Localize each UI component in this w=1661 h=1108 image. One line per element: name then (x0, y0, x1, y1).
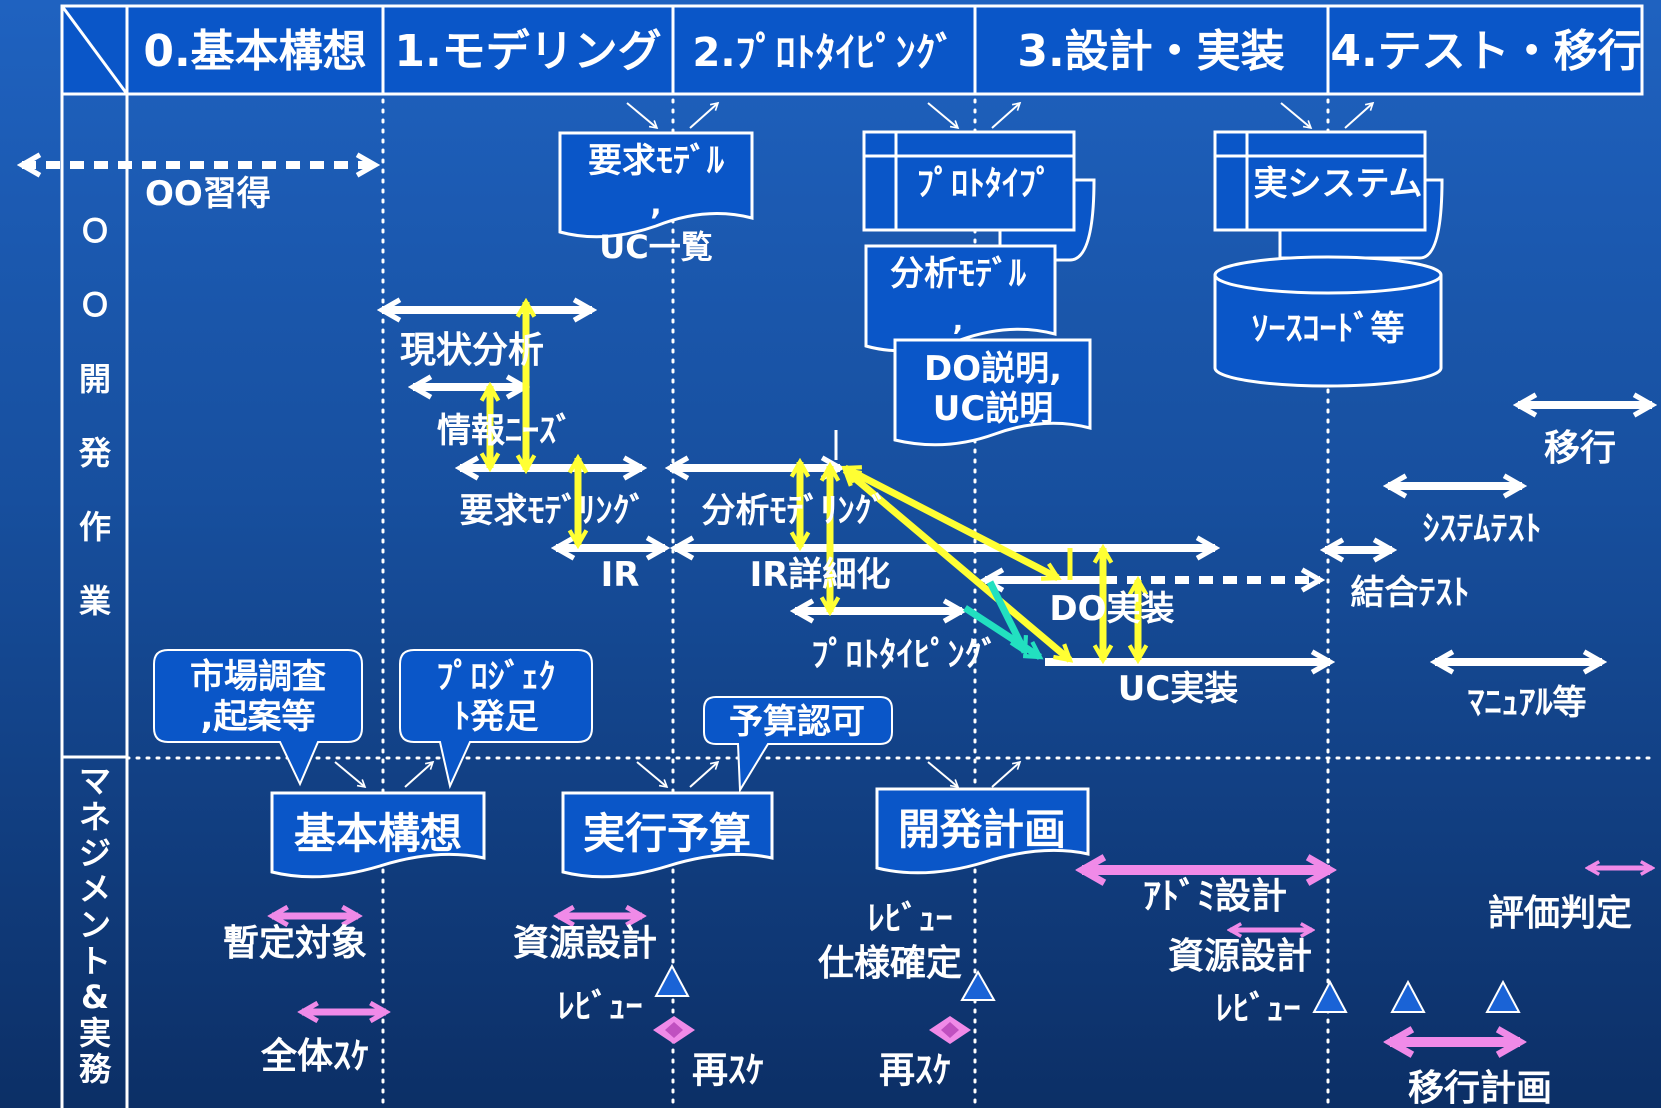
svg-text:ﾄ発足: ﾄ発足 (454, 697, 539, 737)
svg-text:ジ: ジ (79, 834, 111, 872)
uc-impl-label: UC実装 (1118, 669, 1239, 709)
analysis-model-doc: 分析ﾓﾃﾞﾙ , (864, 244, 1057, 353)
svg-text:UC説明: UC説明 (933, 389, 1054, 429)
prototype-artifact: ﾌﾟﾛﾄﾀｲﾌﾟ (862, 130, 1096, 262)
market-research-callout: 市場調査 ,起案等 (153, 649, 363, 787)
svg-text:業: 業 (79, 582, 111, 620)
admin-design-label: ｱﾄﾞﾐ設計 (1143, 875, 1287, 917)
prototyping-label: ﾌﾟﾛﾄﾀｲﾋﾟﾝｸﾞ (812, 635, 999, 675)
svg-text:メ: メ (79, 870, 111, 908)
phase-header: 0.基本構想 1.モデリング 2.ﾌﾟﾛﾄﾀｲﾋﾟﾝｸﾞ 3.設計・実装 4.テ… (60, 4, 1644, 96)
svg-text:Ｏ: Ｏ (79, 286, 111, 324)
migration-plan-label: 移行計画 (1408, 1068, 1552, 1108)
svg-text:ﾌﾟﾛﾄﾀｲﾌﾟ: ﾌﾟﾛﾄﾀｲﾌﾟ (917, 164, 1053, 204)
basic-concept-doc: 基本構想 (270, 791, 486, 879)
svg-text:&: & (81, 978, 109, 1016)
reschedule-2-label: 再ｽｹ (879, 1050, 951, 1091)
dev-lane-label: Ｏ Ｏ 開 発 作 業 (78, 212, 112, 620)
corner-diagonal (60, 5, 129, 95)
svg-text:市場調査: 市場調査 (190, 657, 326, 697)
do-impl-label: DO実装 (1049, 589, 1174, 629)
ir-detail-label: IR詳細化 (750, 555, 891, 595)
resource-design-2-label: 資源設計 (1168, 936, 1312, 977)
review-spec-label-1: ﾚﾋﾞｭｰ (868, 899, 953, 939)
svg-text:務: 務 (79, 1050, 112, 1088)
svg-text:UC一覧: UC一覧 (599, 228, 712, 266)
evaluation-label: 評価判定 (1488, 893, 1632, 934)
relation-arrows (479, 297, 1149, 665)
req-modeling-label: 要求ﾓﾃﾞﾘﾝｸﾞ (460, 491, 647, 531)
svg-text:開: 開 (79, 360, 111, 398)
review-spec-label-2: 仕様確定 (818, 943, 962, 984)
resource-design-1-label: 資源設計 (513, 923, 657, 964)
oo-training-arrow: OO習得 (16, 152, 381, 214)
svg-text:,: , (650, 187, 661, 222)
svg-text:DO説明,: DO説明, (924, 349, 1062, 389)
phase-3-label: 3.設計・実装 (1017, 26, 1284, 77)
reschedule-1-label: 再ｽｹ (692, 1050, 764, 1091)
svg-text:要求ﾓﾃﾞﾙ: 要求ﾓﾃﾞﾙ (588, 141, 725, 181)
provisional-scope-label: 暫定対象 (223, 923, 367, 964)
milestone-triangles (654, 963, 1521, 1013)
budget-approval-callout: 予算認可 (703, 696, 893, 794)
svg-text:発: 発 (78, 434, 112, 472)
mgmt-labels: 暫定対象 全体ｽｹ 資源設計 ﾚﾋﾞｭｰ 再ｽｹ ﾚﾋﾞｭｰ 仕様確定 再ｽｹ … (223, 875, 1632, 1108)
reschedule-markers (653, 1016, 971, 1044)
svg-text:作: 作 (79, 508, 111, 546)
svg-text:,: , (953, 304, 964, 337)
lane-frame (60, 94, 129, 1108)
current-analysis-label: 現状分析 (400, 330, 544, 371)
svg-text:実行予算: 実行予算 (583, 809, 751, 858)
svg-text:ネ: ネ (79, 798, 111, 836)
migration-label: 移行 (1544, 428, 1616, 469)
svg-text:開発計画: 開発計画 (898, 805, 1066, 854)
real-system-artifact: 実システム (1213, 130, 1444, 260)
svg-text:ン: ン (79, 906, 111, 944)
project-start-callout: ﾌﾟﾛｼﾞｪｸ ﾄ発足 (399, 649, 593, 790)
svg-text:Ｏ: Ｏ (79, 212, 111, 250)
svg-text:実: 実 (79, 1014, 111, 1052)
phase-4-label: 4.テスト・移行 (1330, 26, 1641, 77)
svg-text:,起案等: ,起案等 (201, 697, 316, 737)
ir-label: IR (601, 555, 640, 595)
phase-transition-arrows (334, 101, 1375, 789)
phase-dividers (125, 98, 1652, 1108)
info-needs-label: 情報ﾆｰｽﾞ (437, 411, 573, 451)
activity-labels: 現状分析 情報ﾆｰｽﾞ 要求ﾓﾃﾞﾘﾝｸﾞ 分析ﾓﾃﾞﾘﾝｸﾞ IR IR詳細化… (400, 330, 1616, 723)
svg-text:基本構想: 基本構想 (294, 809, 462, 858)
svg-text:分析ﾓﾃﾞﾙ: 分析ﾓﾃﾞﾙ (890, 254, 1027, 294)
execution-budget-doc: 実行予算 (561, 791, 774, 879)
source-code-cylinder: ｿｰｽｺｰﾄﾞ等 (1213, 255, 1443, 388)
system-test-label: ｼｽﾃﾑﾃｽﾄ (1423, 509, 1542, 549)
svg-text:予算認可: 予算認可 (729, 702, 865, 742)
svg-text:実システム: 実システム (1254, 164, 1423, 204)
phase-2-label: 2.ﾌﾟﾛﾄﾀｲﾋﾟﾝｸﾞ (692, 30, 955, 76)
mgmt-arrows (272, 868, 1652, 1042)
review-2-label: ﾚﾋﾞｭｰ (1216, 989, 1301, 1029)
do-description-doc: DO説明, UC説明 (893, 338, 1092, 447)
svg-text:ﾌﾟﾛｼﾞｪｸ: ﾌﾟﾛｼﾞｪｸ (437, 657, 556, 697)
review-1-label: ﾚﾋﾞｭｰ (558, 987, 643, 1027)
integration-test-label: 結合ﾃｽﾄ (1351, 573, 1470, 613)
dev-plan-doc: 開発計画 (875, 787, 1090, 875)
manual-label: ﾏﾆｭｱﾙ等 (1468, 683, 1587, 723)
requirements-model-doc: 要求ﾓﾃﾞﾙ , UC一覧 (558, 131, 754, 266)
svg-text:ト: ト (79, 942, 111, 980)
overall-schedule-label: 全体ｽｹ (260, 1035, 369, 1077)
phase-0-label: 0.基本構想 (143, 26, 366, 77)
analysis-modeling-label: 分析ﾓﾃﾞﾘﾝｸﾞ (702, 491, 889, 531)
oo-training-label: OO習得 (145, 174, 271, 214)
phase-1-label: 1.モデリング (394, 26, 661, 77)
svg-text:マ: マ (79, 762, 111, 800)
svg-text:ｿｰｽｺｰﾄﾞ等: ｿｰｽｺｰﾄﾞ等 (1252, 309, 1405, 349)
mgmt-lane-label: マ ネ ジ メ ン ト & 実 務 (79, 762, 112, 1088)
